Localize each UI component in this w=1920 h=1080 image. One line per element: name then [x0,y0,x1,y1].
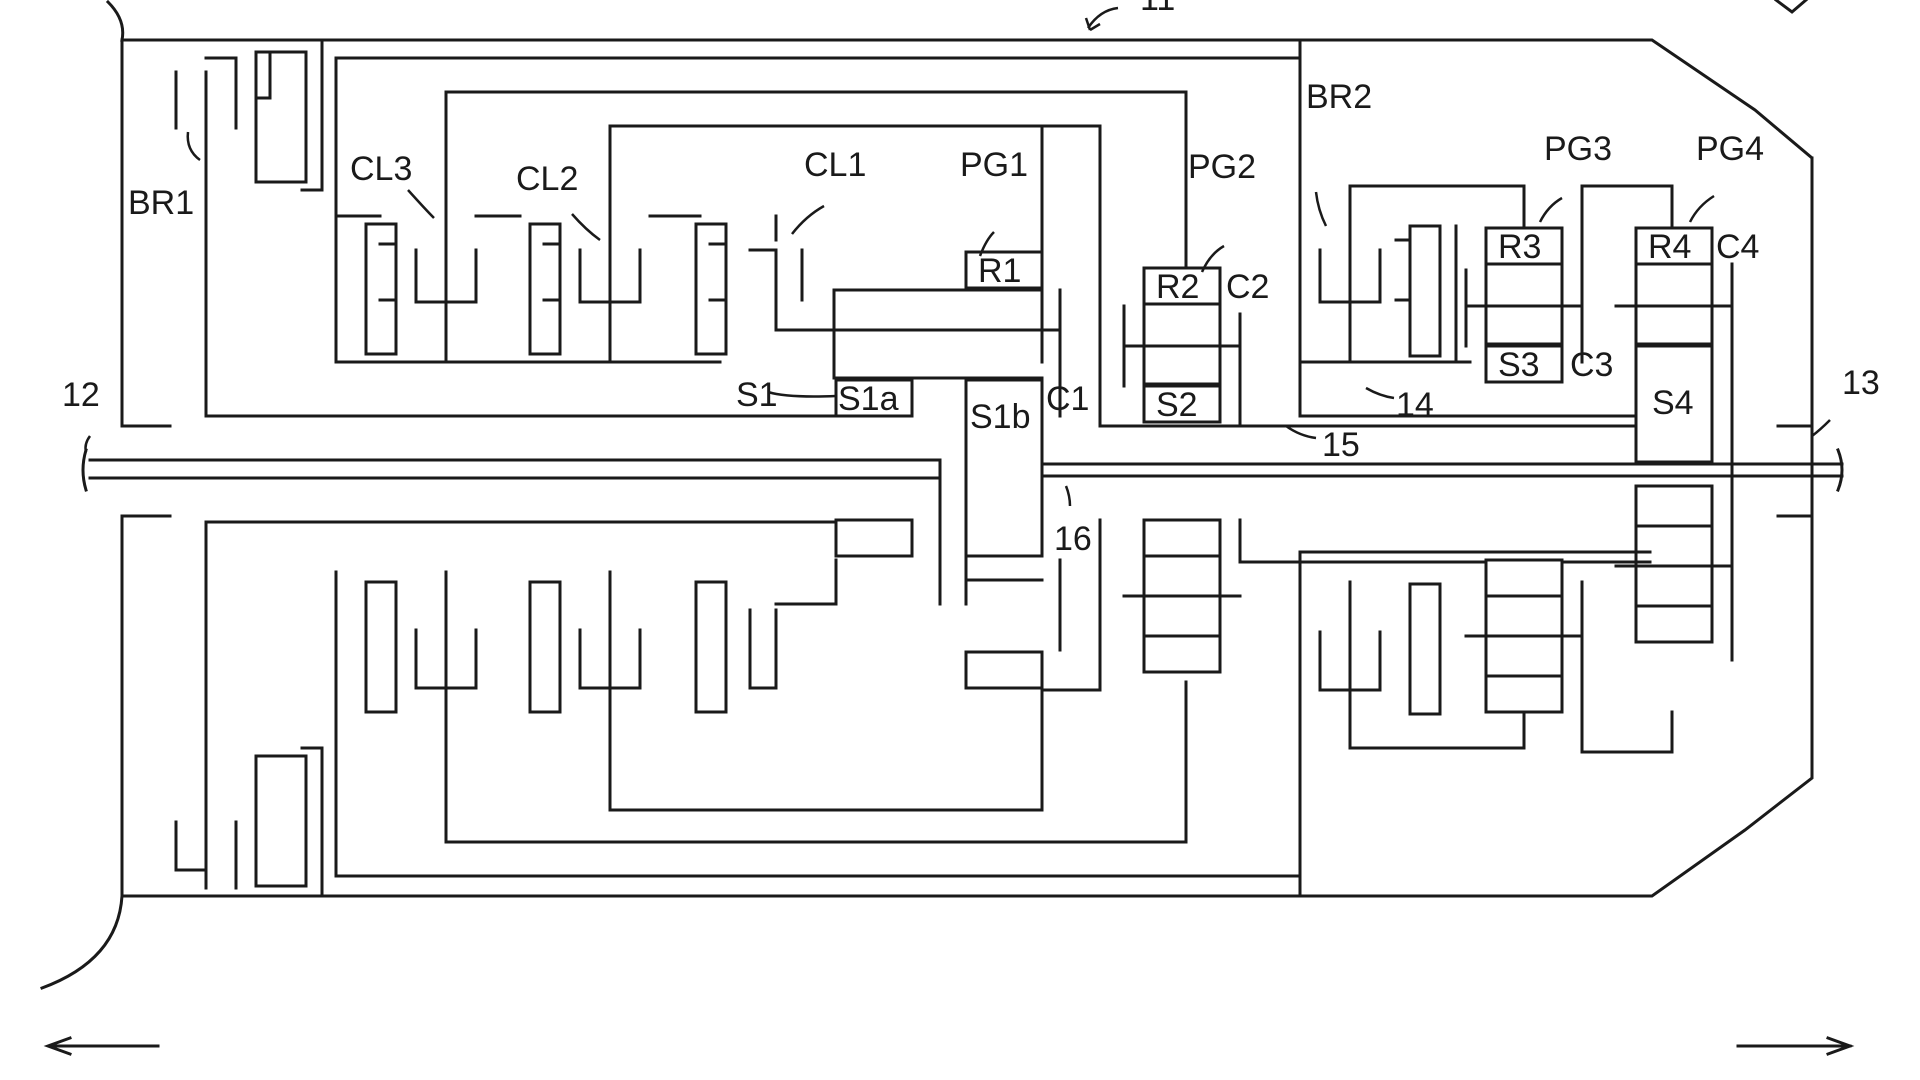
shafts [83,450,1842,604]
label-14: 14 [1396,386,1434,424]
lower-half [336,520,1672,896]
brake-br1 [176,40,836,896]
clutch-cl2-top [530,224,640,354]
label-11: 11 [1140,0,1175,18]
label-cl2: CL2 [516,160,578,198]
label-cl3: CL3 [350,150,412,188]
label-12: 12 [62,376,100,414]
label-r4: R4 [1648,228,1691,266]
label-c2: C2 [1226,268,1269,306]
label-s4: S4 [1652,384,1694,422]
label-s2: S2 [1156,386,1198,424]
label-c4: C4 [1716,228,1759,266]
label-pg1: PG1 [960,146,1028,184]
label-cl1: CL1 [804,146,866,184]
label-s3: S3 [1498,346,1540,384]
label-16: 16 [1054,520,1092,558]
label-s1a: S1a [838,380,899,418]
label-r3: R3 [1498,228,1541,266]
label-br2: BR2 [1306,78,1372,116]
label-r1: R1 [978,252,1021,290]
leader-lines [86,8,1831,506]
label-br1: BR1 [128,184,194,222]
planetary-pg4 [1616,228,1732,660]
label-pg3: PG3 [1544,130,1612,168]
clutch-cl3-top [366,224,476,362]
label-c3: C3 [1570,346,1613,384]
label-13: 13 [1842,364,1880,402]
label-pg2: PG2 [1188,148,1256,186]
label-pg4: PG4 [1696,130,1764,168]
label-s1b: S1b [970,398,1031,436]
label-15: 15 [1322,426,1360,464]
label-c1: C1 [1046,380,1089,418]
label-r2: R2 [1156,268,1199,306]
label-s1: S1 [736,376,778,414]
